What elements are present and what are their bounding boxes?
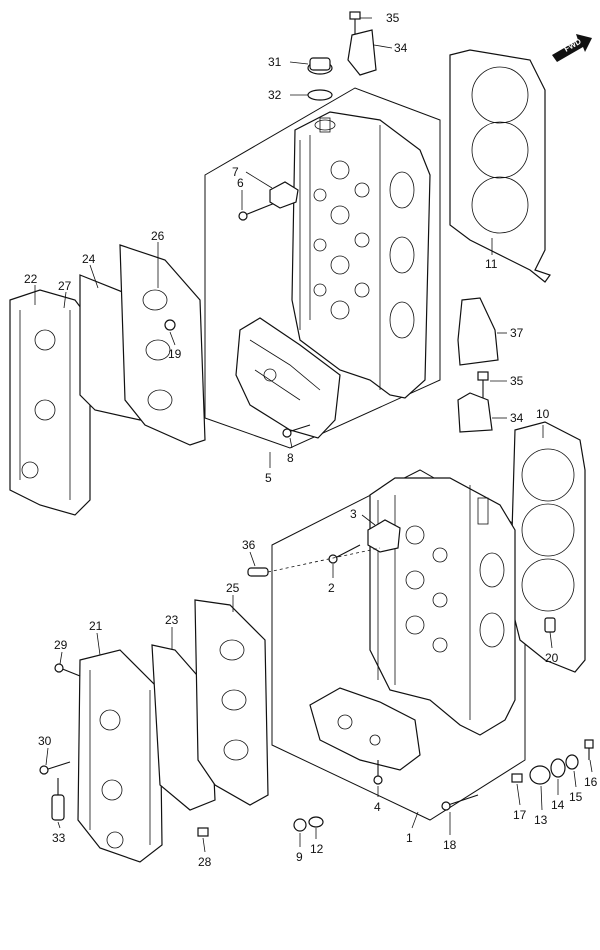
- bolt-29: [54, 663, 81, 677]
- callout-37: 37: [510, 326, 524, 340]
- bracket-3: [367, 519, 401, 553]
- callout-31: 31: [268, 55, 282, 69]
- callout-11: 11: [485, 257, 498, 271]
- cover-seal-26: [119, 244, 206, 446]
- leader-lines: [34, 17, 593, 853]
- callout-27: 27: [58, 279, 72, 293]
- bolt-28: [197, 827, 209, 837]
- callout-25: 25: [226, 581, 240, 595]
- bracket-34-mid: [457, 392, 493, 433]
- callout-23: 23: [165, 613, 179, 627]
- lower-cylinder-head: [309, 477, 516, 771]
- callout-6: 6: [237, 176, 244, 190]
- callout-10: 10: [536, 407, 550, 421]
- lower-assembly-frame: [271, 469, 526, 821]
- callout-21: 21: [89, 619, 103, 633]
- callout-20: 20: [545, 651, 559, 665]
- fwd-arrow-icon: FWD: [552, 34, 592, 62]
- callout-35-top: 35: [386, 11, 400, 25]
- callout-26: 26: [151, 229, 165, 243]
- cover-seal-25: [194, 599, 269, 806]
- callout-14: 14: [551, 798, 565, 812]
- callout-1: 1: [406, 831, 413, 845]
- callout-2: 2: [328, 581, 335, 595]
- callout-9: 9: [296, 850, 303, 864]
- callout-13: 13: [534, 813, 548, 827]
- washer-12: [308, 816, 324, 828]
- valve-cover-21: [77, 649, 163, 863]
- seal-26-ports: [142, 289, 173, 411]
- head-gasket-11: [449, 49, 551, 283]
- callout-28: 28: [198, 855, 212, 869]
- upper-assembly-frame: [204, 87, 441, 449]
- callout-5: 5: [265, 471, 272, 485]
- callout-35-mid: 35: [510, 374, 524, 388]
- callout-34-mid: 34: [510, 411, 524, 425]
- callout-labels: 35 34 31 32 7 6 11 26 24 22 27 19 37 35 …: [24, 11, 598, 869]
- callout-4: 4: [374, 800, 381, 814]
- dowel-20: [544, 617, 556, 633]
- callout-33: 33: [52, 831, 66, 845]
- callout-24: 24: [82, 252, 96, 266]
- bracket-34-top: [347, 29, 377, 76]
- seal-25-ports: [219, 639, 249, 761]
- cap-15: [565, 754, 579, 770]
- callout-34-top: 34: [394, 41, 408, 55]
- bolt-30: [39, 761, 71, 775]
- callout-36: 36: [242, 538, 256, 552]
- sensor-33: [51, 778, 65, 821]
- callout-12: 12: [310, 842, 324, 856]
- callout-15: 15: [569, 790, 583, 804]
- callout-16: 16: [584, 775, 598, 789]
- thermostat-cover-13: [529, 765, 551, 785]
- gasket-14: [550, 758, 566, 778]
- callout-18: 18: [443, 838, 457, 852]
- bolt-17: [511, 773, 523, 783]
- bracket-37: [457, 297, 499, 366]
- head-gasket-10: [509, 421, 586, 673]
- bolt-2: [328, 544, 361, 564]
- dowel-36: [247, 547, 381, 577]
- grommet-19: [164, 319, 176, 331]
- callout-8: 8: [287, 451, 294, 465]
- bolt-18: [441, 794, 479, 811]
- o-ring-32: [307, 89, 333, 101]
- bolt-35-mid: [477, 371, 489, 400]
- callout-7: 7: [232, 165, 239, 179]
- screw-16: [584, 739, 594, 760]
- callout-19: 19: [168, 347, 182, 361]
- callout-22: 22: [24, 272, 38, 286]
- valve-cover-22: [9, 289, 91, 516]
- callout-17: 17: [513, 808, 527, 822]
- bolt-8: [282, 424, 311, 438]
- bolt-4: [373, 760, 383, 785]
- plug-9: [293, 818, 307, 832]
- callout-30: 30: [38, 734, 52, 748]
- oil-filler-cap-31: [307, 57, 333, 75]
- callout-32: 32: [268, 88, 282, 102]
- bracket-7: [269, 181, 299, 209]
- callout-3: 3: [350, 507, 357, 521]
- upper-cylinder-head: [235, 111, 431, 439]
- bolt-6: [238, 202, 276, 221]
- callout-29: 29: [54, 638, 68, 652]
